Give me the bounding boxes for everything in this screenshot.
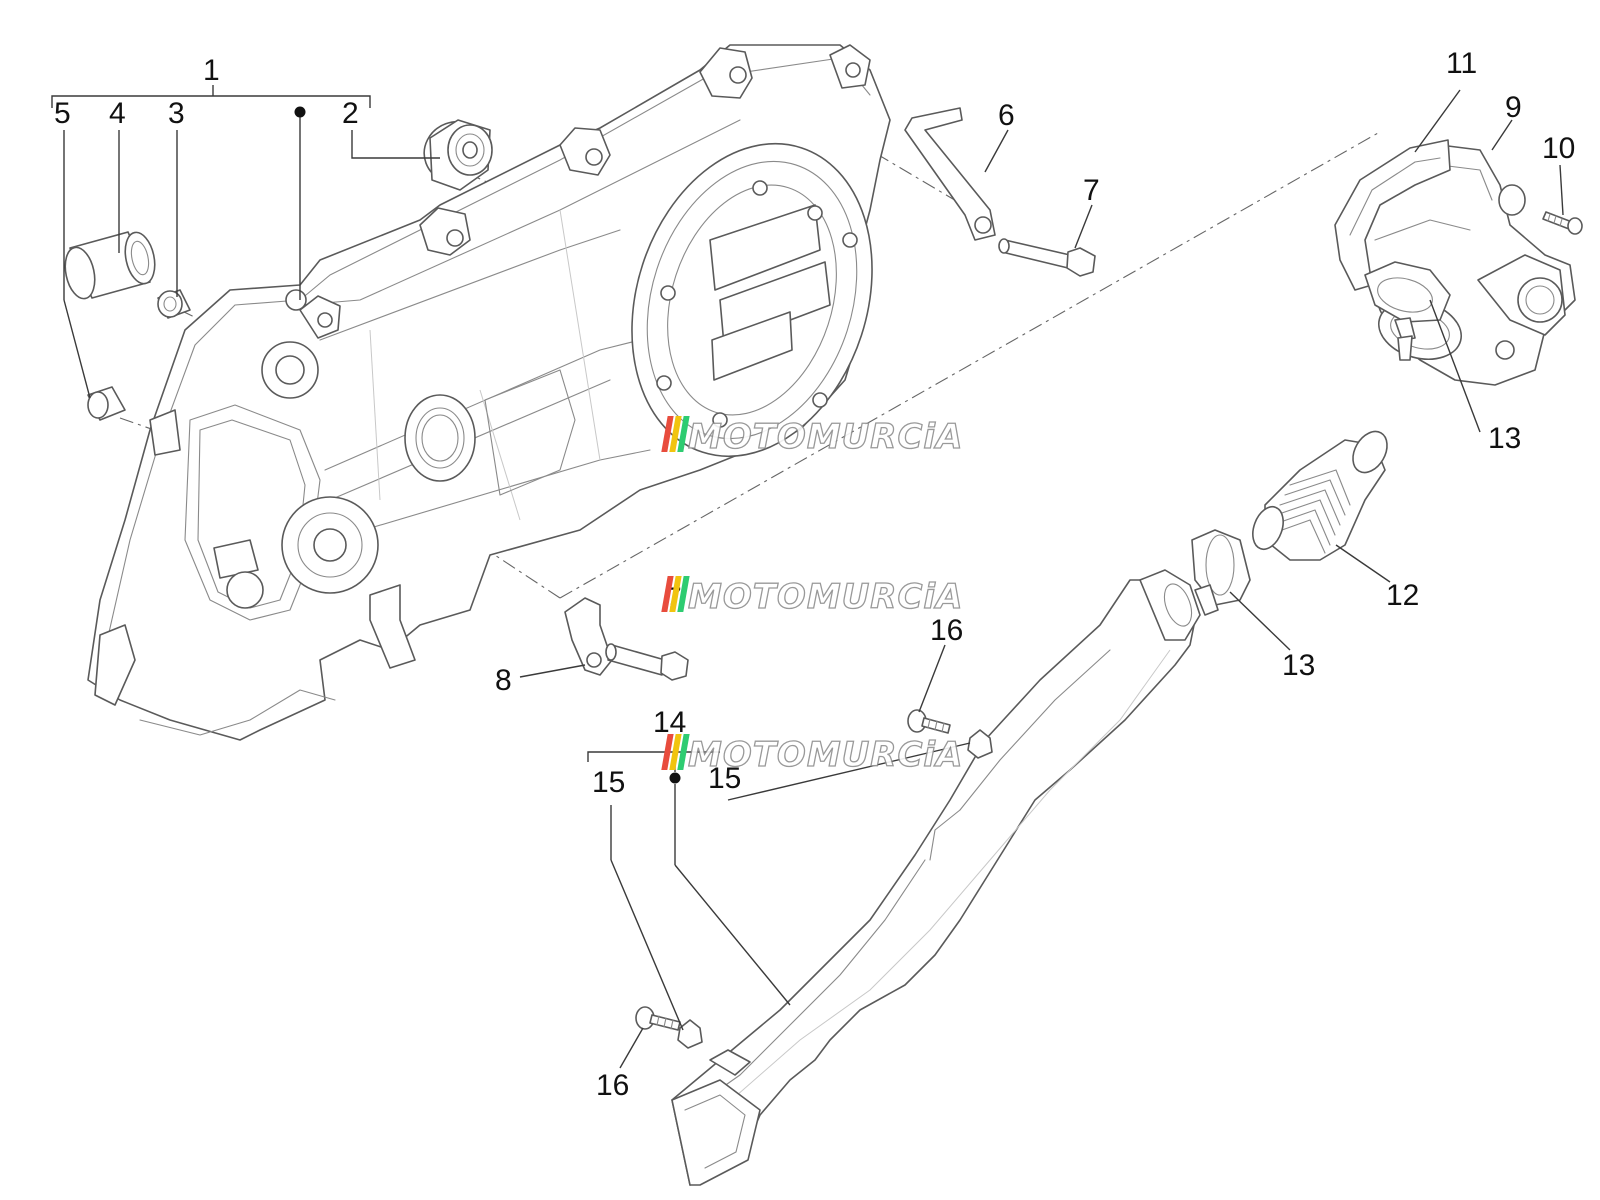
- mounting-boss-1: [699, 47, 753, 99]
- watermark-stripe-green: [677, 416, 690, 452]
- watermark-stripe-yellow: [669, 416, 682, 452]
- mounting-boss-5: [299, 295, 341, 339]
- callout-16-lower: 16: [596, 1069, 629, 1102]
- callout-7-upper: 7: [1083, 174, 1100, 207]
- callout-5: 5: [54, 97, 71, 130]
- callout-6: 6: [998, 99, 1015, 132]
- part-16-screw-lower: [635, 1006, 681, 1031]
- watermark-stripe-green: [677, 576, 690, 612]
- part-12-bellows: [1252, 430, 1388, 561]
- watermark-2: MOTOMURCiA: [661, 576, 963, 618]
- callout-15-right: 15: [708, 762, 741, 795]
- watermark-stripe-red: [661, 576, 674, 612]
- leader-lines: [51, 85, 1564, 1069]
- watermark-1: MOTOMURCiA: [661, 416, 963, 458]
- part-7-bolt-upper: [998, 238, 1096, 277]
- watermark-text: MOTOMURCiA: [688, 417, 963, 457]
- callout-13-lower: 13: [1282, 649, 1315, 682]
- part-15-clip-lower: [677, 1019, 703, 1049]
- part-7-bolt-lower: [605, 643, 689, 681]
- callout-15-left: 15: [592, 766, 625, 799]
- callout-8: 8: [495, 664, 512, 697]
- callout-4: 4: [109, 97, 126, 130]
- part-3-small-bush: [157, 289, 191, 319]
- watermark-3: MOTOMURCiA: [661, 734, 963, 776]
- watermark-stripe-yellow: [669, 734, 682, 770]
- callout-10: 10: [1542, 132, 1575, 165]
- part-13-clamp-upper: [1364, 261, 1451, 361]
- watermark-stripe-red: [661, 416, 674, 452]
- mounting-boss-3: [559, 127, 611, 176]
- air-duct: [671, 569, 1201, 1186]
- part-10-screw: [1542, 211, 1583, 235]
- part-15-clip-upper: [967, 729, 993, 759]
- callout-2: 2: [342, 97, 359, 130]
- watermark-stripe-green: [677, 734, 690, 770]
- part-2-bearing: [423, 119, 493, 191]
- callout-12: 12: [1386, 579, 1419, 612]
- part-4-sleeve-bush: [64, 231, 156, 300]
- callout-16-upper: 16: [930, 614, 963, 647]
- mounting-boss-2: [829, 44, 871, 89]
- watermark-text: MOTOMURCiA: [688, 735, 963, 775]
- mounting-boss-4: [419, 207, 471, 256]
- callout-13-upper: 13: [1488, 422, 1521, 455]
- part-11-gasket: [1334, 139, 1451, 291]
- callout-9: 9: [1505, 91, 1522, 124]
- watermark-stripe-yellow: [669, 576, 682, 612]
- callout-1: 1: [203, 54, 220, 87]
- callout-11: 11: [1446, 47, 1477, 80]
- part-8-bracket-lug: [564, 597, 613, 676]
- watermark-stripe-red: [661, 734, 674, 770]
- callouts: 1 2 3 4 5 6 7 11 9 10 13 12 13 16 7 8 14…: [54, 47, 1575, 1102]
- crankcase-cover: [87, 44, 891, 741]
- callout-3: 3: [168, 97, 185, 130]
- part-6-bracket: [904, 107, 996, 241]
- clutch-dome: [631, 142, 873, 458]
- part-13-clamp-lower: [1191, 529, 1251, 616]
- watermark-text: MOTOMURCiA: [688, 577, 963, 617]
- inspection-cap: [404, 394, 476, 482]
- callout-14: 14: [653, 706, 686, 739]
- part-5-pin: [87, 386, 126, 421]
- part-16-screw-upper: [907, 709, 951, 734]
- bush-boss: [261, 289, 319, 399]
- left-end-frame: [184, 404, 379, 621]
